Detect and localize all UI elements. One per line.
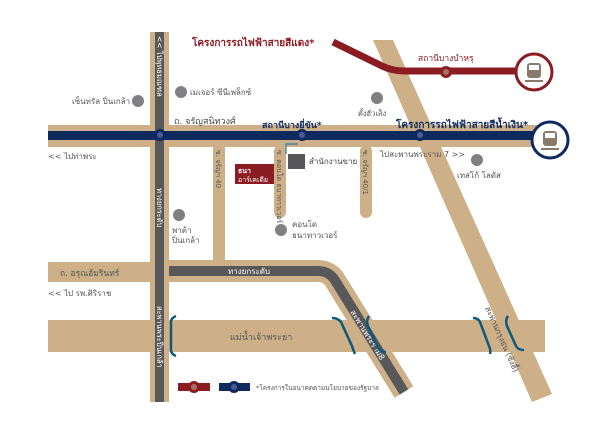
bridge-marks <box>169 314 525 358</box>
main-road-label: ถ. จรัญสนิทวงศ์ <box>174 115 236 127</box>
landmark-condo-2[interactable]: ธนาทาวเวอร์ <box>292 230 338 240</box>
landmark-pata-2[interactable]: ปิ่นเกล้า <box>171 234 199 245</box>
landmark-central[interactable]: เซ็นทรัล ปิ่นเกล้า <box>72 95 130 106</box>
arun-road-label: ถ. อรุณอัมรินทร์ <box>60 268 120 279</box>
train-icon <box>541 131 559 150</box>
landmark-dot-major <box>175 86 187 98</box>
landmark-tang[interactable]: ตั้งฮั่วเส็ง <box>358 108 386 118</box>
elevated-road <box>160 266 409 395</box>
landmark-dot-tesco <box>471 154 483 166</box>
river <box>48 320 545 352</box>
train-icon-red <box>525 63 543 82</box>
landmark-dot-pata <box>173 209 185 221</box>
red-station-label: สถานีบางบำหรุ <box>418 53 474 64</box>
vertical-elevated <box>155 32 164 402</box>
soi-40-1-label: ซ. จรัญฯ 40/1 <box>361 150 369 195</box>
soi-40-road <box>213 145 225 263</box>
red-line <box>331 38 520 75</box>
landmark-dot-condo <box>275 224 287 236</box>
landmark-tesco[interactable]: เทสโก้ โลตัส <box>457 170 501 180</box>
blue-line <box>48 131 538 140</box>
blue-line-title: โครงการรถไฟฟ้าสายสีน้ำเงิน* <box>395 117 529 131</box>
to-tha-phra-label: << ไปท่าพระ <box>48 152 97 161</box>
soi-40-1-road <box>360 145 372 218</box>
soi-condo-label: ซ. คอนโด ธนาทาวเวอร์ <box>275 150 284 223</box>
sales-office-label[interactable]: สำนักงานขาย <box>309 157 357 166</box>
to-siriraj-label: << ไป รพ.ศิริราช <box>48 289 112 298</box>
red-line-title: โครงการรถไฟฟ้าสายสีแดง* <box>191 36 315 49</box>
arun-road <box>48 262 168 282</box>
sales-office-icon <box>288 154 305 169</box>
landmark-dot-central <box>132 95 144 107</box>
landmark-pata-1[interactable]: พาต้า <box>172 226 191 235</box>
soi-condo-road <box>274 145 286 218</box>
landmark-dot-tang <box>371 92 383 104</box>
sales-office-arrow <box>285 143 298 154</box>
project-name-2: อาร์เคเดีย <box>238 176 268 184</box>
legend: *โครงการในอนาคตตามนโยบายของรัฐบาล <box>178 381 379 393</box>
elevated-horizontal-label: ทางยกระดับ <box>228 267 270 276</box>
to-rama7-label: ไปสะพานพระราม 7 >> <box>379 150 465 159</box>
blue-station-label: สถานีบางยี่ขัน* <box>262 118 322 131</box>
pinklao-bridge-label: สะพานพระปิ่นเกล้า <box>155 306 165 368</box>
elevated-vertical-label: ทางยกระดับ <box>155 188 164 228</box>
landmark-major[interactable]: เมเจอร์ ซีนีเพล็กซ์ <box>190 87 252 97</box>
project-name-1: ธนา <box>238 167 251 175</box>
river-label: แม่น้ำเจ้าพระยา <box>230 330 292 343</box>
landmark-condo-1[interactable]: คอนโด <box>292 219 317 229</box>
project-marker[interactable] <box>235 164 274 184</box>
soi-40-label: ซ. จรัญฯ 40 <box>214 150 222 188</box>
vertical-top-label: << ไปพุทธมณฑล <box>155 36 164 97</box>
legend-note: *โครงการในอนาคตตามนโยบายของรัฐบาล <box>256 384 379 392</box>
